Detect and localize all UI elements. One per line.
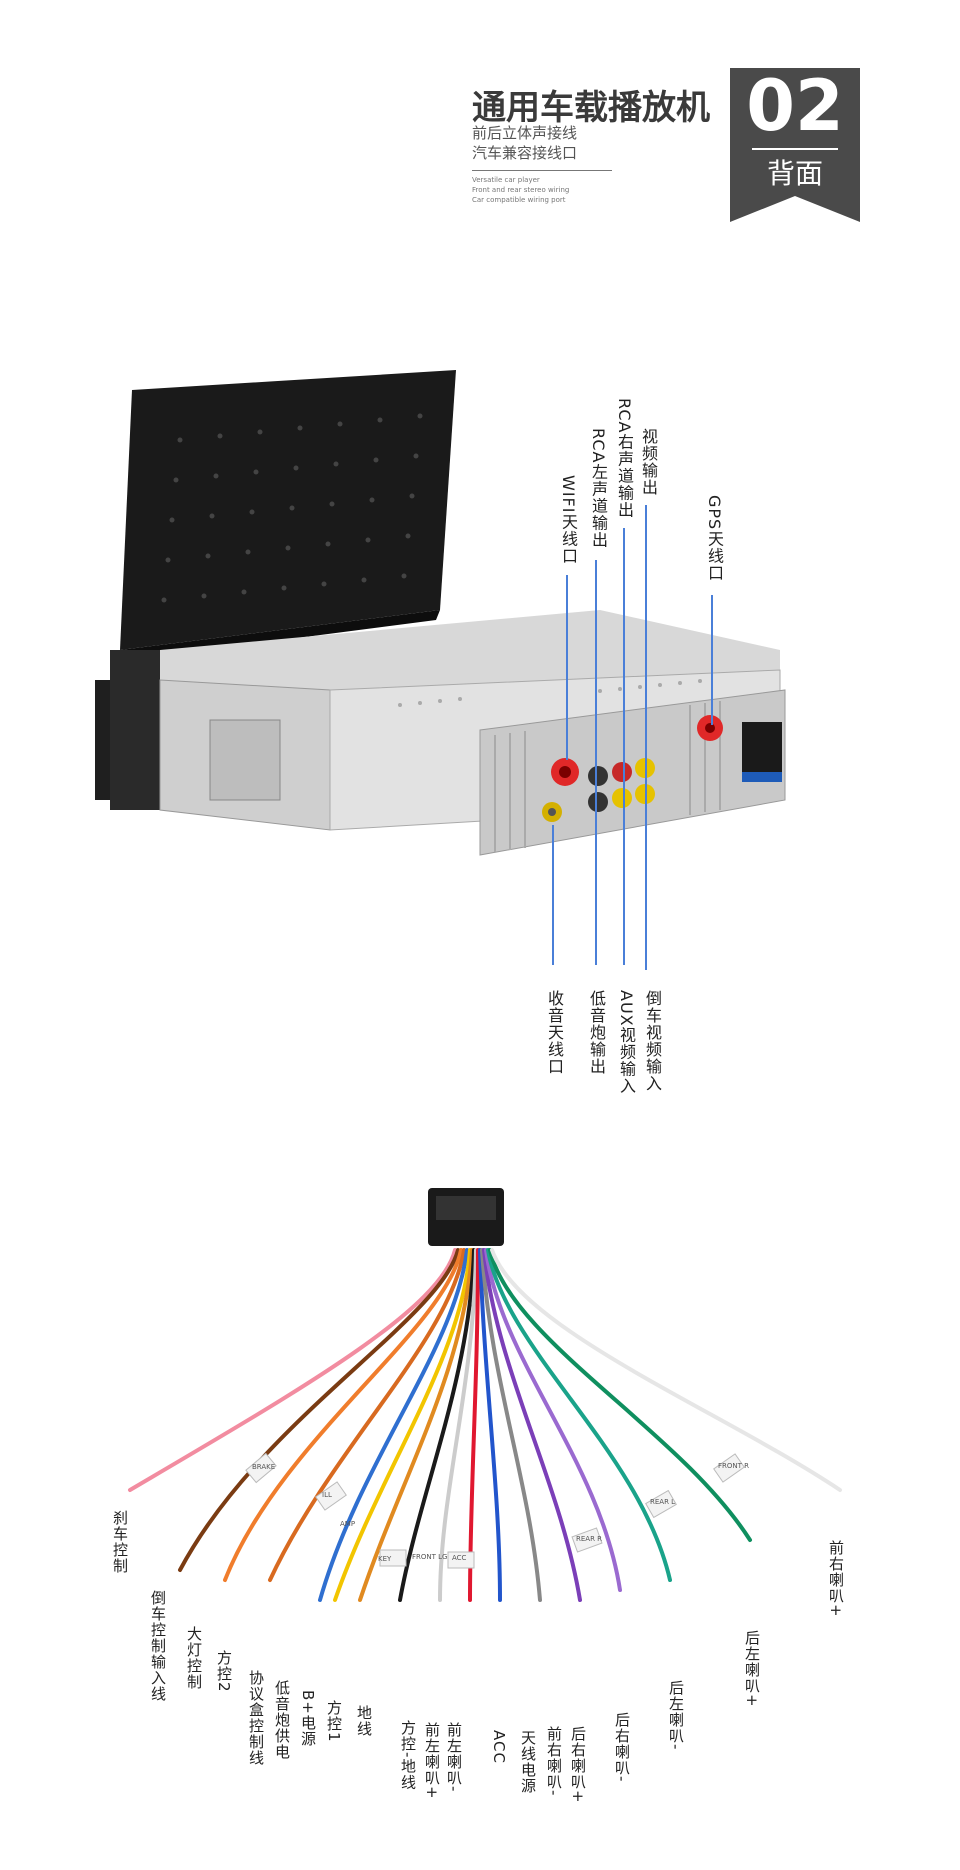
label-rr-plus: 后右喇叭+ bbox=[569, 1726, 587, 1804]
callout-gps: GPS天线口 bbox=[705, 495, 724, 582]
tag-key: KEY bbox=[378, 1555, 392, 1563]
callout-subwoofer: 低音炮输出 bbox=[587, 990, 606, 1075]
label-bplus: B+电源 bbox=[299, 1690, 317, 1747]
tag-rear-l: REAR L bbox=[650, 1498, 676, 1506]
callout-lines bbox=[552, 505, 713, 970]
label-steer2: 方控2 bbox=[215, 1650, 233, 1693]
badge-number: 02 bbox=[746, 65, 844, 147]
callout-rca-right: RCA右声道输出 bbox=[615, 398, 634, 519]
page-title: 通用车载播放机 bbox=[472, 88, 710, 128]
callout-rca-left: RCA左声道输出 bbox=[589, 428, 608, 549]
label-fr-plus: 前右喇叭+ bbox=[827, 1540, 845, 1618]
label-rr-minus: 后右喇叭- bbox=[613, 1712, 631, 1783]
wire-harness-illustration bbox=[128, 1188, 842, 1602]
label-sub-power: 低音炮供电 bbox=[273, 1680, 291, 1760]
tag-amp: AMP bbox=[340, 1520, 356, 1528]
label-steer-ground: 方控-地线 bbox=[399, 1720, 417, 1791]
label-fl-plus: 前左喇叭+ bbox=[423, 1722, 441, 1800]
callout-wifi: WIFI天线口 bbox=[559, 475, 578, 565]
subtitle-line-1: 前后立体声接线 bbox=[472, 124, 578, 142]
tag-ill: ILL bbox=[322, 1491, 332, 1499]
tag-acc: ACC bbox=[452, 1554, 467, 1562]
label-acc: ACC bbox=[490, 1730, 508, 1764]
label-steer1: 方控1 bbox=[325, 1700, 343, 1743]
english-line-3: Car compatible wiring port bbox=[472, 196, 566, 204]
header-divider bbox=[472, 170, 612, 171]
tag-front-lg: FRONT LG bbox=[412, 1553, 448, 1561]
tag-brake: BRAKE bbox=[252, 1463, 276, 1471]
badge-label: 背面 bbox=[766, 157, 823, 190]
callout-aux: AUX视频输入 bbox=[617, 990, 636, 1095]
tag-front-r: FRONT R bbox=[718, 1462, 750, 1470]
english-line-2: Front and rear stereo wiring bbox=[472, 186, 570, 194]
label-protocol: 协议盒控制线 bbox=[247, 1670, 265, 1766]
callout-reverse: 倒车视频输入 bbox=[643, 990, 662, 1092]
label-fl-minus: 前左喇叭- bbox=[445, 1722, 463, 1793]
label-ground: 地线 bbox=[355, 1705, 373, 1737]
badge-divider bbox=[752, 148, 838, 150]
label-rl-minus: 后左喇叭- bbox=[667, 1680, 685, 1751]
label-rl-plus: 后左喇叭+ bbox=[743, 1630, 761, 1708]
subtitle-line-2: 汽车兼容接线口 bbox=[472, 144, 578, 162]
english-line-1: Versatile car player bbox=[472, 176, 540, 184]
label-brake: 刹车控制 bbox=[111, 1510, 129, 1574]
label-reverse-in: 倒车控制输入线 bbox=[149, 1590, 167, 1702]
label-headlight: 大灯控制 bbox=[185, 1626, 203, 1690]
section-badge bbox=[730, 68, 860, 222]
label-fr-minus: 前右喇叭- bbox=[545, 1726, 563, 1797]
label-ant-power: 天线电源 bbox=[519, 1730, 537, 1794]
callout-radio: 收音天线口 bbox=[545, 990, 564, 1075]
callout-video-out: 视频输出 bbox=[639, 428, 658, 496]
tag-rear-r: REAR R bbox=[576, 1535, 603, 1543]
